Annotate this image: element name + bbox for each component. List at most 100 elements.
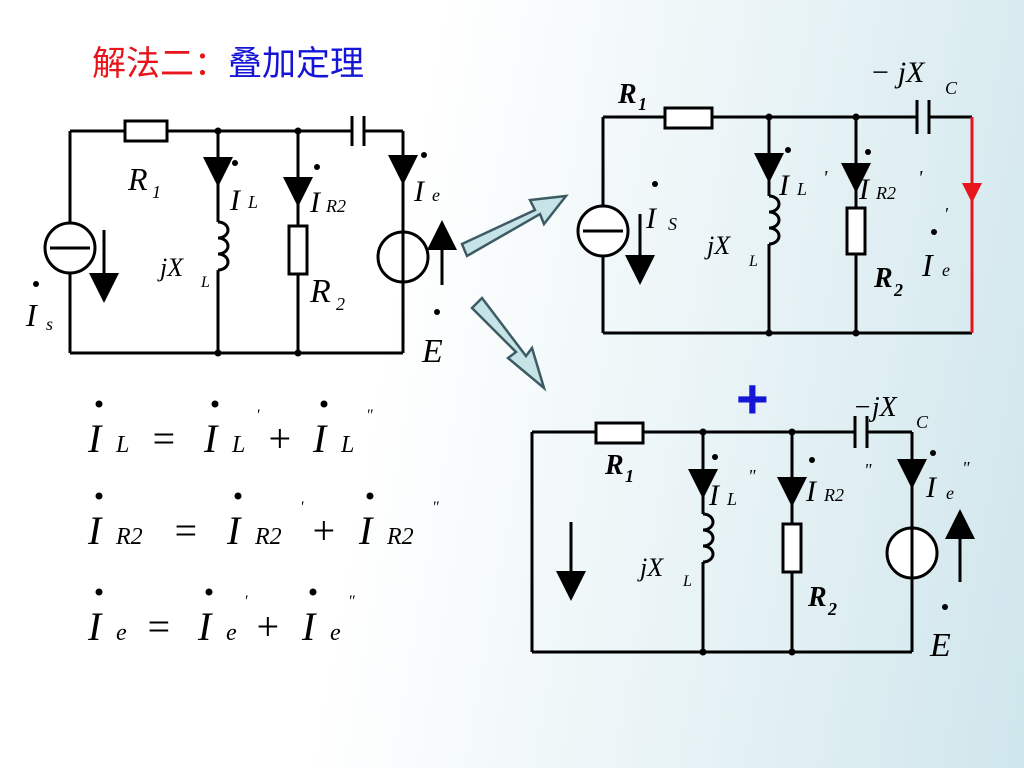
label-neg-jxc: −jX <box>853 392 898 423</box>
resistor-r2 <box>781 522 803 574</box>
label-ie-sub: e <box>432 185 440 205</box>
label-ie: I <box>925 471 938 504</box>
eq3-equals: = <box>145 604 172 649</box>
eq1-prime: ' <box>256 407 260 424</box>
resistor-r2 <box>287 224 309 276</box>
eq3-i3: I <box>301 604 317 649</box>
eq1-rhs1-sub: L <box>231 432 245 458</box>
label-il-sub: L <box>726 489 737 509</box>
label-is-sub: s <box>46 314 53 334</box>
label-ie-dprime: " <box>962 458 970 478</box>
label-r1-sub: 1 <box>152 182 161 202</box>
label-r1-sub: 1 <box>638 94 647 114</box>
label-jxl-sub: L <box>682 573 692 590</box>
resistor-r2 <box>845 206 867 256</box>
circuit-voltage-source-only <box>530 416 939 654</box>
eq3-rhs1-sub: e <box>226 620 237 646</box>
label-e: E <box>929 627 951 664</box>
arrow-up <box>460 194 569 258</box>
decompose-arrows <box>460 194 569 392</box>
eq3-dprime: " <box>348 593 355 610</box>
label-jxl: jX <box>157 253 184 282</box>
label-il-prime: ' <box>823 167 828 189</box>
label-jxl-sub: L <box>200 274 210 291</box>
label-r2: R <box>807 582 827 613</box>
resistor-r1 <box>123 119 169 143</box>
label-neg-jxc-sub: C <box>916 412 929 432</box>
label-ir2-sub: R2 <box>875 183 896 203</box>
label-jxl: jX <box>704 231 731 260</box>
label-ie: I <box>921 247 934 283</box>
eq1-plus: + <box>266 416 293 461</box>
eq2-rhs2-sub: R2 <box>386 524 414 550</box>
label-r1-sub: 1 <box>625 466 634 486</box>
label-is: I <box>645 202 658 235</box>
label-il: I <box>708 479 721 512</box>
title-main: 叠加定理 <box>228 44 364 84</box>
eq2-i3: I <box>358 508 374 553</box>
label-ir2-sub: R2 <box>325 196 346 216</box>
eq2-lhs-sub: R2 <box>115 524 143 550</box>
eq1-lhs-sub: L <box>115 432 129 458</box>
eq1-rhs2-sub: L <box>340 432 354 458</box>
eq1-equals: = <box>150 416 177 461</box>
equation-il: I L = I L ' + I L " <box>87 400 373 461</box>
label-r2-sub: 2 <box>336 294 345 314</box>
eq2-prime: ' <box>300 499 304 516</box>
slide-title: 解法二：叠加定理 <box>92 36 364 85</box>
label-r2-sub: 2 <box>893 280 903 300</box>
eq2-i: I <box>87 508 103 553</box>
eq3-i2: I <box>197 604 213 649</box>
eq3-lhs-sub: e <box>116 620 127 646</box>
eq1-i2: I <box>203 416 219 461</box>
label-il-sub: L <box>247 192 258 212</box>
arrow-down <box>470 296 547 392</box>
eq2-equals: = <box>172 508 199 553</box>
label-neg-jxc: − jX <box>870 56 926 89</box>
label-il-sub: L <box>796 179 807 199</box>
label-ir2-prime: ' <box>918 167 923 189</box>
inductor <box>217 220 230 272</box>
equation-ie: I e = I e ' + I e " <box>87 588 355 649</box>
label-ir2-dprime: " <box>864 460 872 480</box>
resistor-r1 <box>663 106 714 130</box>
eq2-i2: I <box>226 508 242 553</box>
eq1-i3: I <box>312 416 328 461</box>
eq3-rhs2-sub: e <box>330 620 341 646</box>
label-r1: R <box>127 161 148 197</box>
label-ir2-sub: R2 <box>823 485 844 505</box>
label-e: E <box>421 333 443 370</box>
label-r2-sub: 2 <box>827 599 837 619</box>
plus-sign: + <box>736 367 769 430</box>
label-ie: I <box>413 175 426 208</box>
eq1-i: I <box>87 416 103 461</box>
label-is: I <box>25 297 38 333</box>
label-is-sub: S <box>668 214 677 234</box>
label-r2: R <box>873 263 893 294</box>
title-prefix: 解法二： <box>92 44 228 84</box>
label-r2: R <box>309 273 331 310</box>
label-ie-prime: ' <box>944 204 949 224</box>
label-r1: R <box>617 79 637 110</box>
eq2-plus: + <box>310 508 337 553</box>
label-ir2: I <box>805 475 818 508</box>
label-il: I <box>778 169 791 202</box>
label-ir2: I <box>309 186 322 219</box>
eq3-plus: + <box>254 604 281 649</box>
label-il: I <box>229 184 242 217</box>
original-circuit <box>43 116 430 355</box>
equation-ir2: I R2 = I R2 ' + I R2 " <box>87 492 439 553</box>
label-il-dprime: " <box>748 466 756 486</box>
eq1-dprime: " <box>366 407 373 424</box>
label-neg-jxc-sub: C <box>945 78 958 98</box>
resistor-r1 <box>594 421 645 445</box>
label-jxl: jX <box>637 553 664 582</box>
inductor <box>768 194 781 246</box>
label-ir2: I <box>858 173 871 206</box>
eq2-rhs1-sub: R2 <box>254 524 282 550</box>
label-ie-sub: e <box>942 260 950 280</box>
inductor <box>702 512 715 564</box>
circuit-current-source-only <box>576 100 972 335</box>
eq2-dprime: " <box>432 499 439 516</box>
